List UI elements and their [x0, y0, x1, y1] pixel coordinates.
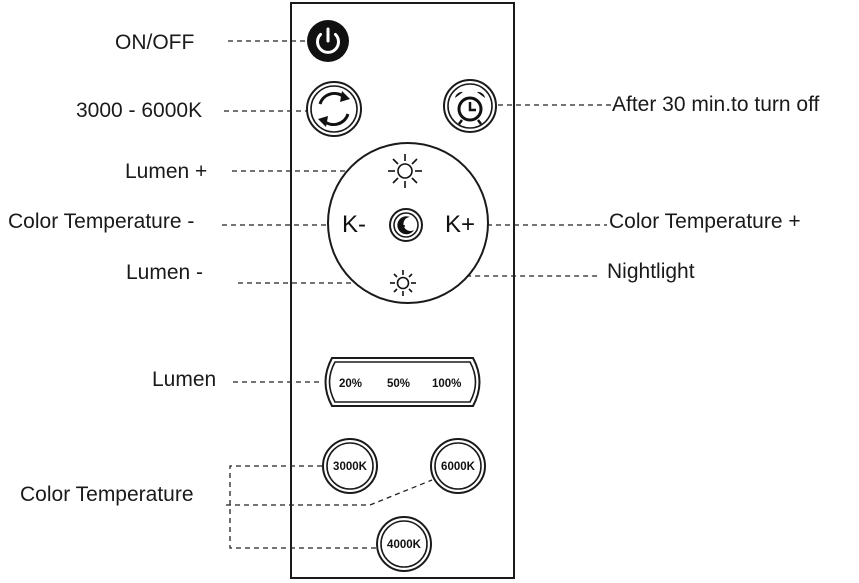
lumen-100-button[interactable]: 100% [432, 378, 461, 390]
power-button[interactable] [307, 20, 349, 62]
k-minus-button[interactable]: K- [342, 211, 366, 238]
cct-4000-label: 4000K [387, 539, 422, 551]
label-nightlight: Nightlight [607, 260, 695, 283]
label-on-off: ON/OFF [115, 31, 194, 54]
lumen-50-button[interactable]: 50% [387, 378, 410, 390]
sun-icon [390, 270, 416, 296]
cct-cycle-button[interactable] [306, 81, 362, 137]
label-lumen: Lumen [152, 368, 216, 391]
cct-3000-label: 3000K [333, 461, 368, 473]
cct-6000-label: 6000K [441, 461, 476, 473]
label-cct-range: 3000 - 6000K [76, 99, 202, 122]
label-lumen-minus: Lumen - [126, 261, 203, 284]
label-lumen-plus: Lumen + [125, 160, 207, 183]
label-color-temp-minus: Color Temperature - [8, 210, 194, 233]
cct-3000-button[interactable]: 3000K [322, 438, 378, 494]
alarm-clock-icon [455, 91, 485, 125]
cct-4000-button[interactable]: 4000K [376, 516, 432, 572]
lumen-minus-button[interactable] [390, 270, 416, 296]
label-color-temperature: Color Temperature [20, 483, 194, 506]
timer-button[interactable] [443, 79, 497, 133]
lumen-20-button[interactable]: 20% [339, 378, 362, 390]
cct-6000-button[interactable]: 6000K [430, 438, 486, 494]
power-icon [316, 27, 340, 54]
cycle-arrows-icon [318, 91, 350, 127]
nightlight-button[interactable] [389, 208, 423, 242]
moon-stars-icon [397, 216, 414, 235]
k-plus-button[interactable]: K+ [445, 211, 475, 238]
lumen-plus-button[interactable] [388, 154, 422, 188]
sun-icon [388, 154, 422, 188]
lumen-level-bar[interactable] [324, 357, 481, 407]
label-timer: After 30 min.to turn off [612, 93, 820, 116]
label-color-temp-plus: Color Temperature + [609, 210, 801, 233]
